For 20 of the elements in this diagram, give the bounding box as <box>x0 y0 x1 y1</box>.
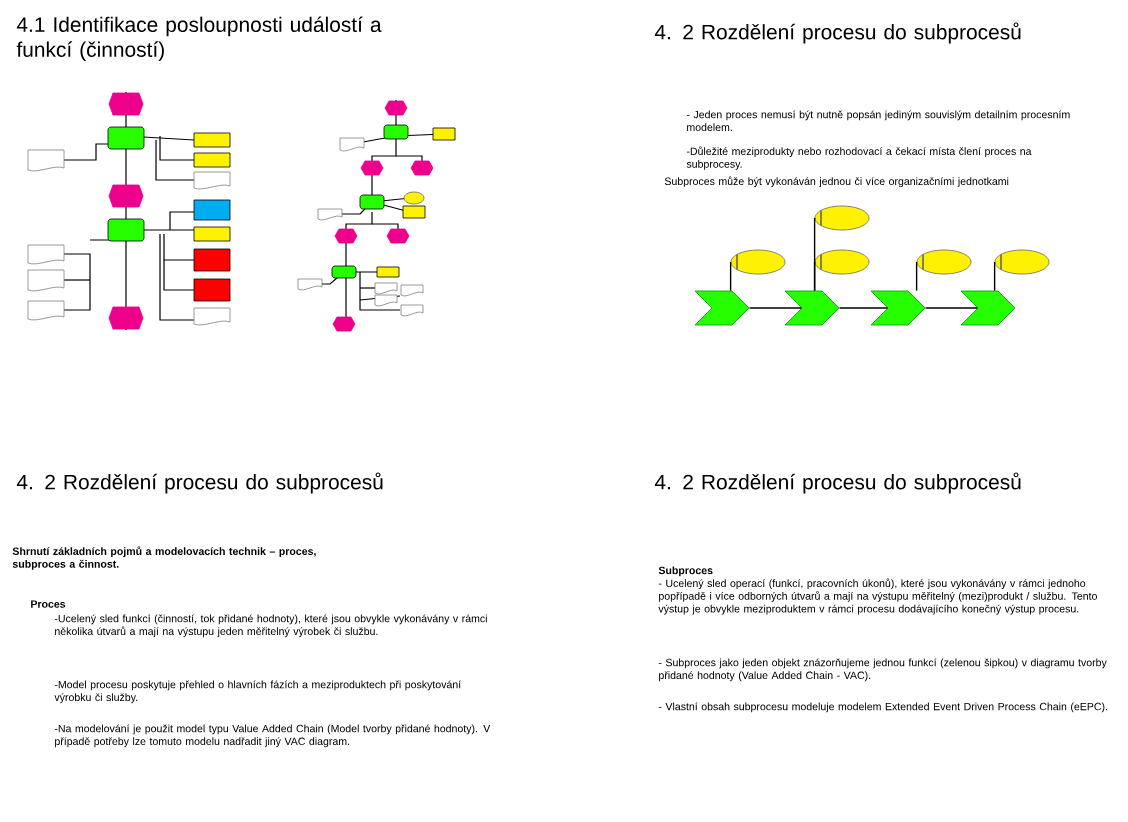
connector-line <box>993 261 996 292</box>
connector-line <box>813 261 816 292</box>
slide-title: 4. 2 Rozdělení procesu do subprocesů <box>654 472 1021 494</box>
process-step-shape <box>784 290 840 326</box>
connector-line <box>924 307 979 309</box>
connector-line <box>748 307 803 309</box>
process-step-shape <box>960 290 1016 326</box>
org-unit-ellipse <box>916 249 972 275</box>
process-step-shape <box>694 290 750 326</box>
connector-line <box>729 261 732 292</box>
connector-line <box>915 261 918 292</box>
org-unit-ellipse <box>814 249 870 275</box>
slide-title: 4.1 Identifikace posloupnosti událostí a funkcí (činností) <box>16 16 382 62</box>
org-unit-ellipse <box>730 249 786 275</box>
slide-title: 4. 2 Rozdělení procesu do subprocesů <box>654 22 1021 44</box>
connector-line <box>838 307 889 309</box>
slide-title: 4. 2 Rozdělení procesu do subprocesů <box>16 472 383 494</box>
process-step-shape <box>870 290 926 326</box>
org-unit-ellipse <box>994 249 1050 275</box>
org-unit-ellipse <box>814 205 870 231</box>
